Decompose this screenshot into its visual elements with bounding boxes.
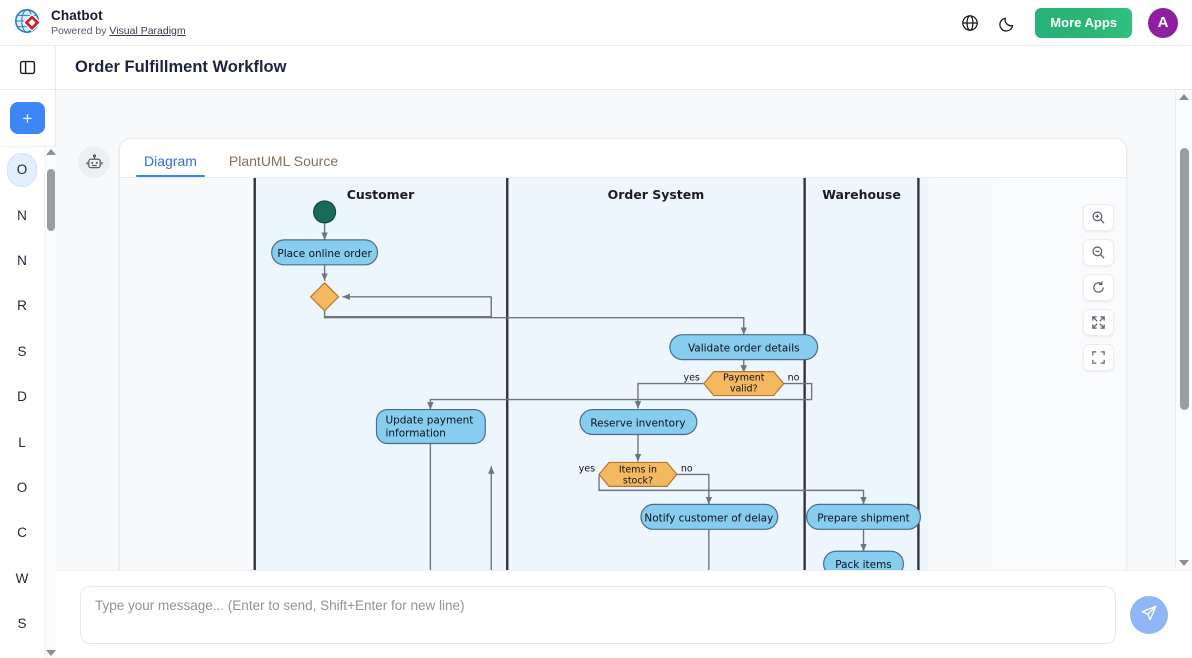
node-label-line1: Update payment [385, 415, 473, 427]
page-scroll-thumb[interactable] [1180, 148, 1189, 410]
edge-label-yes-stock: yes [579, 463, 595, 474]
node-start[interactable] [313, 200, 337, 224]
conversation-label-8: C [17, 525, 27, 541]
message-input[interactable] [80, 585, 1116, 644]
main-content: Diagram PlantUML Source [56, 90, 1175, 590]
fullscreen-icon[interactable] [1083, 344, 1114, 371]
node-label-line1: Payment [723, 373, 765, 384]
app-title: Chatbot [51, 8, 103, 24]
moon-icon[interactable] [997, 12, 1019, 34]
conversation-label-9: W [15, 570, 29, 586]
conversation-item-3[interactable]: R [0, 283, 44, 328]
tab-diagram[interactable]: Diagram [128, 153, 213, 177]
conversation-item-5[interactable]: D [0, 374, 44, 419]
tab-bar: Diagram PlantUML Source [120, 139, 1126, 177]
message-composer [56, 570, 1192, 658]
conversation-list: O N N R S D L O C W S [0, 147, 44, 658]
globe-icon[interactable] [959, 12, 981, 34]
diagram-canvas[interactable]: Customer Order System Warehouse [120, 177, 1126, 589]
conversation-label-1: N [17, 207, 27, 223]
avatar[interactable]: A [1148, 7, 1178, 38]
node-pack-items[interactable]: Pack items [823, 550, 905, 577]
conversation-item-6[interactable]: L [0, 419, 44, 464]
robot-icon[interactable] [78, 146, 110, 178]
node-notify-customer-of-delay[interactable]: Notify customer of delay [640, 503, 779, 530]
lane-title-order-system: Order System [608, 187, 705, 202]
page-scrollbar[interactable] [1175, 90, 1192, 570]
rail-scrollbar[interactable] [44, 147, 56, 658]
node-decision-items-in-stock[interactable]: Items in stock? [598, 461, 678, 487]
conversation-item-4[interactable]: S [0, 329, 44, 374]
new-chat-button[interactable]: + [10, 102, 45, 134]
fit-to-screen-icon[interactable] [1083, 309, 1114, 336]
node-label: Reserve inventory [590, 418, 685, 430]
conversation-label-3: R [17, 298, 27, 314]
zoom-in-icon[interactable] [1083, 204, 1114, 231]
node-label-line2: information [385, 427, 445, 439]
tab-plantuml-source[interactable]: PlantUML Source [213, 153, 354, 177]
conversation-label-6: L [18, 434, 26, 450]
send-button[interactable] [1130, 595, 1168, 634]
title-bar: Order Fulfillment Workflow [0, 46, 1192, 90]
panel-toggle-icon[interactable] [0, 46, 56, 89]
visual-paradigm-link[interactable]: Visual Paradigm [109, 24, 186, 37]
conversation-label-4: S [17, 343, 27, 359]
node-label: Notify customer of delay [644, 512, 773, 524]
node-decision-payment-valid[interactable]: Payment valid? [703, 371, 785, 397]
rail-scroll-down-icon[interactable] [46, 650, 56, 656]
conversation-label-7: O [16, 479, 28, 495]
node-label-line2: valid? [730, 384, 758, 395]
node-merge[interactable] [309, 281, 340, 312]
brand: Chatbot Powered by Visual Paradigm [14, 8, 186, 37]
page-title: Order Fulfillment Workflow [75, 58, 287, 76]
left-rail: + O N N R S D L O C W S [0, 90, 56, 658]
node-label: Prepare shipment [817, 512, 910, 524]
node-label-line2: stock? [623, 475, 653, 486]
reset-zoom-icon[interactable] [1083, 274, 1114, 301]
send-paper-plane-icon [1140, 604, 1158, 625]
node-label-line1: Items in [619, 464, 657, 475]
node-prepare-shipment[interactable]: Prepare shipment [806, 503, 922, 530]
conversation-item-0[interactable]: O [0, 147, 44, 192]
node-label: Validate order details [688, 343, 800, 355]
node-label: Pack items [835, 559, 892, 571]
powered-by-text: Powered by [51, 24, 110, 37]
lane-title-customer: Customer [347, 187, 415, 202]
top-bar: Chatbot Powered by Visual Paradigm More … [0, 0, 1192, 46]
zoom-toolbar [1083, 204, 1114, 371]
rail-scroll-thumb[interactable] [47, 169, 55, 231]
node-place-online-order[interactable]: Place online order [271, 239, 379, 266]
conversation-label-5: D [17, 389, 27, 405]
node-label: Place online order [277, 248, 372, 260]
edge-label-yes-payment: yes [683, 373, 699, 384]
zoom-out-icon[interactable] [1083, 239, 1114, 266]
conversation-label-2: N [17, 252, 27, 268]
conversation-item-2[interactable]: N [0, 238, 44, 283]
rail-scroll-up-icon[interactable] [46, 149, 56, 155]
activity-diagram: Customer Order System Warehouse [120, 178, 994, 589]
conversation-item-1[interactable]: N [0, 192, 44, 237]
node-reserve-inventory[interactable]: Reserve inventory [579, 408, 698, 436]
conversation-label-10: S [17, 616, 27, 632]
page-scroll-down-icon[interactable] [1179, 560, 1189, 566]
page-scroll-up-icon[interactable] [1179, 94, 1189, 100]
node-validate-order-details[interactable]: Validate order details [669, 334, 819, 361]
edge-label-no-payment: no [788, 373, 800, 384]
lane-title-warehouse: Warehouse [822, 187, 901, 202]
edge-label-no-stock: no [681, 463, 693, 474]
powered-by: Powered by Visual Paradigm [51, 25, 186, 37]
conversation-item-7[interactable]: O [0, 465, 44, 510]
visual-paradigm-globe-logo [14, 8, 42, 36]
conversation-item-8[interactable]: C [0, 510, 44, 555]
more-apps-button[interactable]: More Apps [1035, 7, 1132, 38]
conversation-item-10[interactable]: S [0, 601, 44, 646]
diagram-card: Diagram PlantUML Source [119, 138, 1127, 590]
conversation-item-9[interactable]: W [0, 556, 44, 601]
conversation-label-0: O [7, 152, 37, 187]
node-update-payment-information[interactable]: Update payment information [375, 408, 486, 445]
